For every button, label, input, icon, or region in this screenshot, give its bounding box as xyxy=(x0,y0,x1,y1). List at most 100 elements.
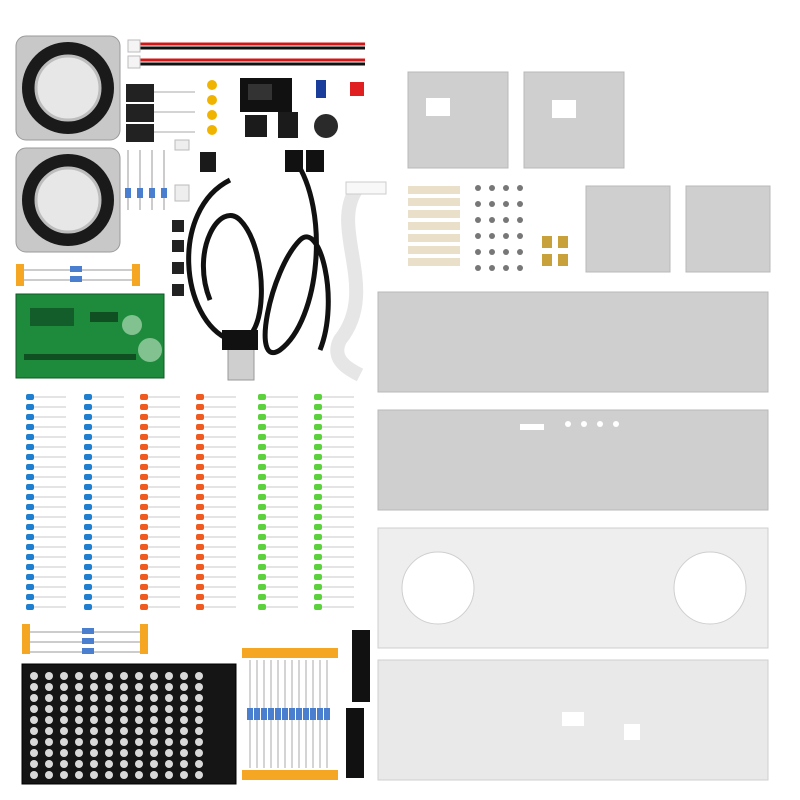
matrix-hole xyxy=(90,749,98,757)
led xyxy=(258,544,266,550)
led xyxy=(140,464,148,470)
led xyxy=(258,414,266,420)
led-column-green xyxy=(314,394,354,610)
led xyxy=(26,444,34,450)
led xyxy=(314,444,322,450)
matrix-hole xyxy=(60,694,68,702)
led xyxy=(258,494,266,500)
led xyxy=(140,534,148,540)
matrix-hole xyxy=(45,738,53,746)
led xyxy=(140,594,148,600)
matrix-hole xyxy=(195,738,203,746)
led xyxy=(140,604,148,610)
matrix-hole xyxy=(150,749,158,757)
standoffs-screws xyxy=(408,185,568,271)
matrix-hole xyxy=(30,694,38,702)
led xyxy=(140,414,148,420)
led xyxy=(196,454,204,460)
matrix-hole xyxy=(195,727,203,735)
led-column-orange xyxy=(196,394,236,610)
matrix-hole xyxy=(30,727,38,735)
led xyxy=(196,584,204,590)
led xyxy=(314,544,322,550)
led xyxy=(26,434,34,440)
led xyxy=(140,424,148,430)
led xyxy=(26,414,34,420)
wire-pair-red-black xyxy=(127,39,365,69)
ribbon-cable xyxy=(330,181,387,382)
matrix-hole xyxy=(135,716,143,724)
led xyxy=(84,544,92,550)
led xyxy=(314,464,322,470)
ic-chips xyxy=(346,630,370,778)
led xyxy=(26,424,34,430)
led xyxy=(140,504,148,510)
led-column-blue xyxy=(26,394,66,610)
resistor xyxy=(324,708,330,720)
matrix-hole xyxy=(165,705,173,713)
resistor xyxy=(310,708,316,720)
matrix-hole xyxy=(120,749,128,757)
led xyxy=(26,484,34,490)
matrix-hole xyxy=(90,683,98,691)
led xyxy=(314,424,322,430)
led xyxy=(84,484,92,490)
led xyxy=(258,444,266,450)
led xyxy=(140,484,148,490)
matrix-hole xyxy=(165,738,173,746)
matrix-hole xyxy=(150,683,158,691)
speaker-bottom xyxy=(15,147,121,253)
matrix-hole xyxy=(135,738,143,746)
matrix-hole xyxy=(120,727,128,735)
led-column-blue xyxy=(84,394,124,610)
led xyxy=(140,404,148,410)
ceramic-capacitors xyxy=(207,80,217,135)
led xyxy=(314,584,322,590)
resistor-tape-right xyxy=(242,648,338,780)
led xyxy=(140,394,148,400)
led xyxy=(314,594,322,600)
led xyxy=(258,394,266,400)
matrix-hole xyxy=(165,694,173,702)
resistor xyxy=(247,708,253,720)
matrix-hole xyxy=(180,705,188,713)
led xyxy=(84,514,92,520)
matrix-hole xyxy=(60,771,68,779)
matrix-hole xyxy=(150,672,158,680)
matrix-hole xyxy=(195,749,203,757)
matrix-hole xyxy=(150,716,158,724)
led xyxy=(140,454,148,460)
matrix-hole xyxy=(195,672,203,680)
led xyxy=(84,504,92,510)
led xyxy=(196,504,204,510)
connectors xyxy=(172,139,216,296)
matrix-hole xyxy=(120,672,128,680)
led xyxy=(314,474,322,480)
led xyxy=(140,564,148,570)
resistor-tape-bottom xyxy=(22,624,148,654)
led-column-green xyxy=(258,394,298,610)
led xyxy=(258,564,266,570)
led xyxy=(314,394,322,400)
matrix-hole xyxy=(45,749,53,757)
matrix-hole xyxy=(105,760,113,768)
led xyxy=(140,494,148,500)
led xyxy=(258,514,266,520)
led xyxy=(140,574,148,580)
matrix-hole xyxy=(135,749,143,757)
led xyxy=(26,574,34,580)
matrix-hole xyxy=(30,749,38,757)
led xyxy=(196,464,204,470)
led xyxy=(258,424,266,430)
led xyxy=(314,434,322,440)
led xyxy=(196,394,204,400)
matrix-hole xyxy=(135,727,143,735)
led xyxy=(26,554,34,560)
resistor-tape-top xyxy=(16,264,140,286)
led xyxy=(84,424,92,430)
led xyxy=(84,414,92,420)
matrix-hole xyxy=(45,705,53,713)
matrix-hole xyxy=(60,716,68,724)
matrix-hole xyxy=(120,683,128,691)
led xyxy=(26,394,34,400)
